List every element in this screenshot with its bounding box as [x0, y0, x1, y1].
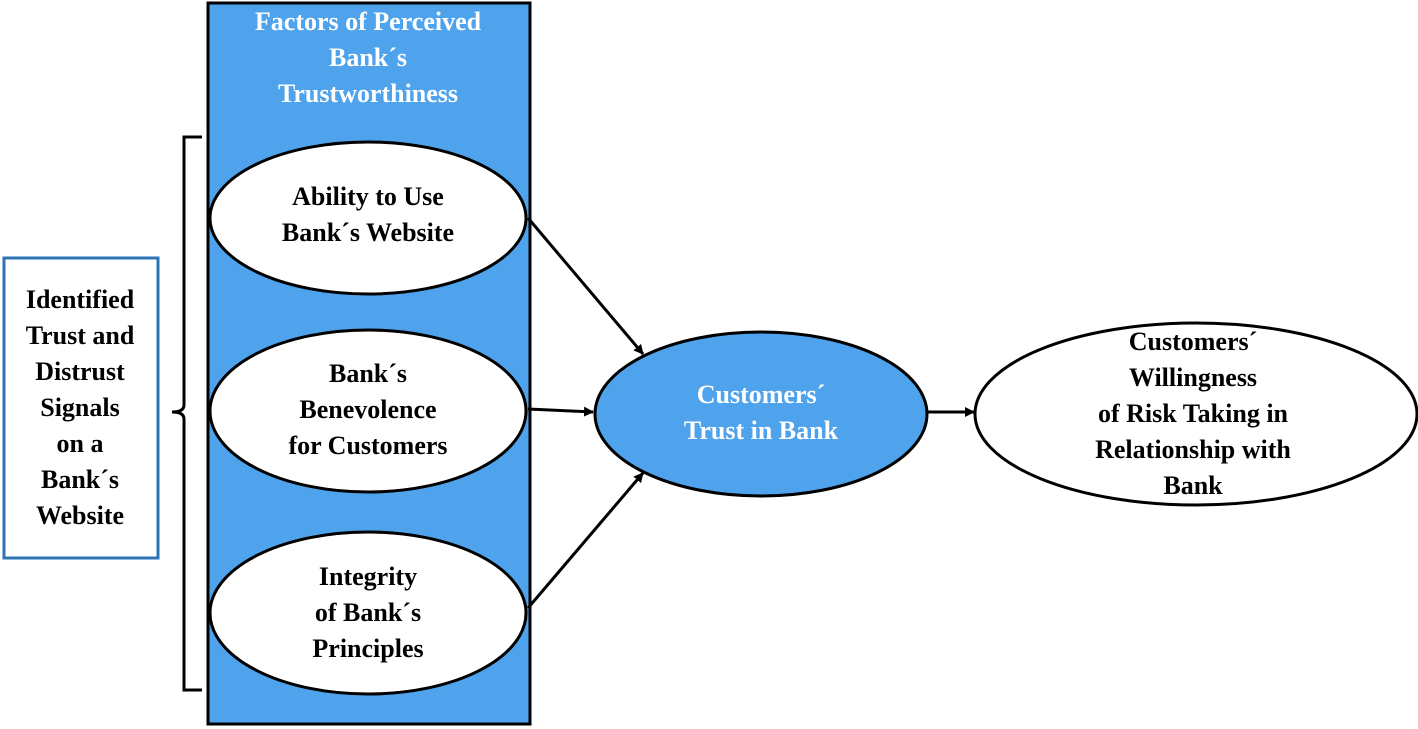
- factor-ability-label: Ability to Use Bank´s Website: [281, 182, 455, 247]
- factor-integrity-label: Integrity of Bank´s Principles: [312, 562, 424, 663]
- arrow-ability-to-trust: [526, 217, 645, 355]
- input-box-label: Identified Trust and Distrust Signals on…: [25, 285, 135, 530]
- grouping-brace: [171, 135, 202, 692]
- outcome-node-label: Customers´ Willingness of Risk Taking in…: [1095, 327, 1291, 500]
- trust-ellipse: [593, 330, 929, 498]
- factor-benevolence-ellipse: [208, 328, 528, 494]
- arrow-integrity-to-trust: [526, 472, 645, 609]
- outcome-ellipse: [973, 321, 1418, 507]
- arrow-benevolence-to-trust: [527, 406, 594, 417]
- factor-integrity-ellipse: [208, 530, 528, 696]
- factor-panel-title: Factors of Perceived Bank´s Trustworthin…: [254, 7, 482, 108]
- trust-node-label: Customers´ Trust in Bank: [683, 380, 839, 445]
- input-box: [2, 256, 160, 560]
- factor-ability-ellipse: [208, 140, 528, 296]
- factor-benevolence-label: Bank´s Benevolence for Customers: [288, 359, 448, 460]
